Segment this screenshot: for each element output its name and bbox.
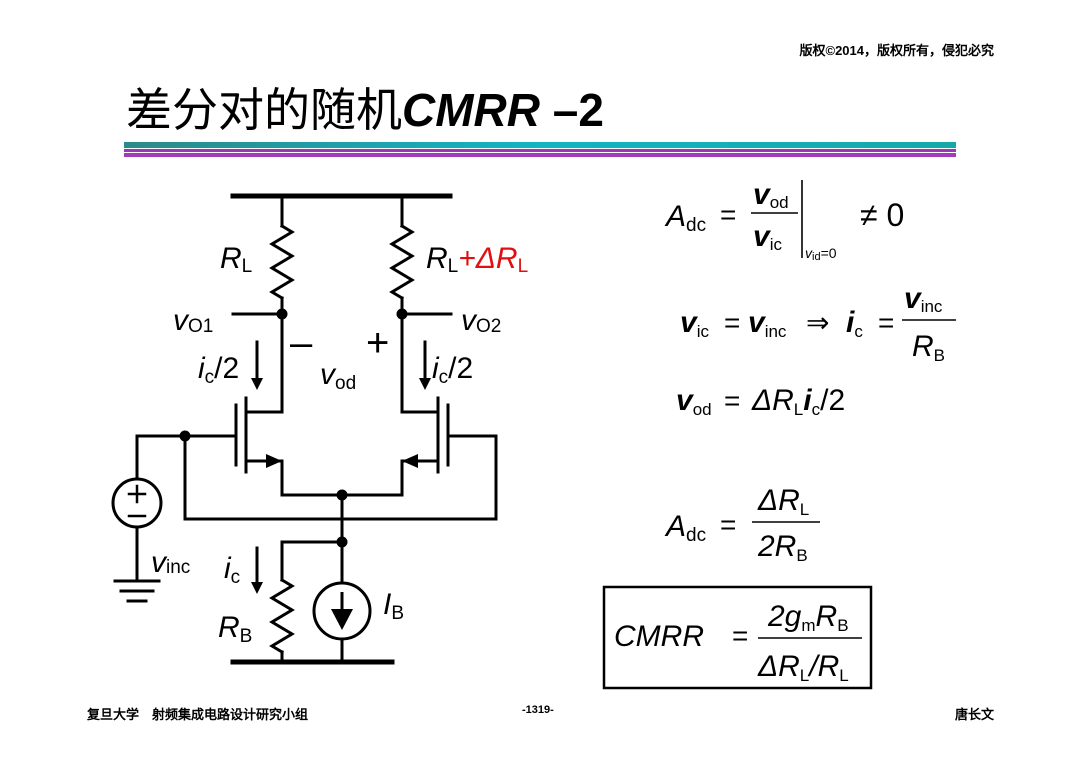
equation-vic: vic = vinc ⇒ ic = vinc RB	[680, 282, 956, 365]
title-rule-purple-thin	[124, 149, 956, 152]
node-gate	[179, 430, 191, 442]
label-ic-bottom: ic	[224, 552, 240, 588]
svg-text:vic: vic	[680, 306, 709, 341]
copyright-notice: 版权©2014，版权所有，侵犯必究	[799, 43, 995, 58]
svg-text:2RB: 2RB	[757, 530, 808, 565]
equation-cmrr-boxed: CMRR = 2gmRB ΔRL/RL	[602, 585, 873, 690]
title-rule-teal	[124, 142, 956, 148]
label-rl-right: RL+ΔRL	[426, 242, 528, 277]
node-rb	[336, 536, 348, 548]
label-vo2: vO2	[461, 304, 501, 337]
node-vo2	[396, 308, 408, 320]
rl-left-resistor	[269, 223, 295, 301]
title-suffix: –2	[539, 84, 604, 136]
svg-text:=: =	[720, 509, 736, 540]
node-vo1	[276, 308, 288, 320]
svg-text:Adc: Adc	[664, 510, 706, 546]
svg-text:CMRR: CMRR	[614, 620, 704, 653]
svg-text:≠ 0: ≠ 0	[860, 197, 904, 233]
svg-text:vid=0: vid=0	[805, 245, 837, 263]
label-vod: vod	[320, 358, 356, 394]
equation-adc-result: Adc = ΔRL 2RB	[664, 484, 820, 565]
svg-text:ic: ic	[846, 306, 863, 341]
svg-text:2gmRB: 2gmRB	[767, 600, 849, 635]
svg-text:ΔRLic/2: ΔRLic/2	[751, 384, 845, 419]
label-ic-half-left: ic/2	[198, 352, 239, 388]
footer-organization: 复旦大学 射频集成电路设计研究小组	[87, 707, 309, 722]
svg-text:=: =	[724, 385, 740, 416]
footer-author: 唐长文	[954, 707, 994, 722]
equation-vod: vod = ΔRLic/2	[676, 384, 845, 419]
svg-text:vinc: vinc	[748, 306, 787, 341]
label-plus: +	[366, 321, 389, 365]
label-ib: IB	[383, 588, 404, 624]
ib-arrow-head	[331, 609, 353, 630]
page-number: -1319-	[522, 704, 554, 716]
svg-text:=: =	[720, 199, 736, 230]
svg-text:vinc: vinc	[904, 282, 943, 316]
svg-text:vod: vod	[753, 178, 789, 212]
label-rl-left: RL	[220, 242, 252, 277]
label-rb: RB	[218, 611, 252, 647]
label-ic-half-right: ic/2	[432, 352, 473, 388]
svg-text:vod: vod	[676, 384, 712, 419]
rl-right-resistor	[389, 223, 415, 301]
svg-text:ΔRL/RL: ΔRL/RL	[757, 650, 849, 685]
title-rule-purple	[124, 153, 956, 157]
svg-text:RB: RB	[912, 330, 945, 365]
label-minus: –	[290, 321, 313, 365]
label-vo1: vO1	[173, 304, 213, 337]
svg-text:=: =	[724, 307, 740, 338]
svg-text:=: =	[878, 307, 894, 338]
svg-text:Adc: Adc	[664, 200, 706, 236]
rb-resistor	[269, 577, 295, 655]
svg-text:⇒: ⇒	[806, 307, 829, 338]
page-title: 差分对的随机CMRR –2	[126, 82, 604, 138]
title-cmrr: CMRR	[402, 84, 540, 136]
svg-text:ΔRL: ΔRL	[757, 484, 809, 519]
label-vinc: vinc	[151, 546, 190, 579]
m1-source-arrow	[266, 454, 282, 468]
equation-adc-definition: Adc = vod vic vid=0 ≠ 0	[664, 178, 904, 263]
svg-text:=: =	[732, 620, 748, 651]
title-chinese: 差分对的随机	[126, 83, 402, 137]
m2-source-arrow	[402, 454, 418, 468]
node-tail	[336, 489, 348, 501]
svg-text:vic: vic	[753, 220, 782, 254]
